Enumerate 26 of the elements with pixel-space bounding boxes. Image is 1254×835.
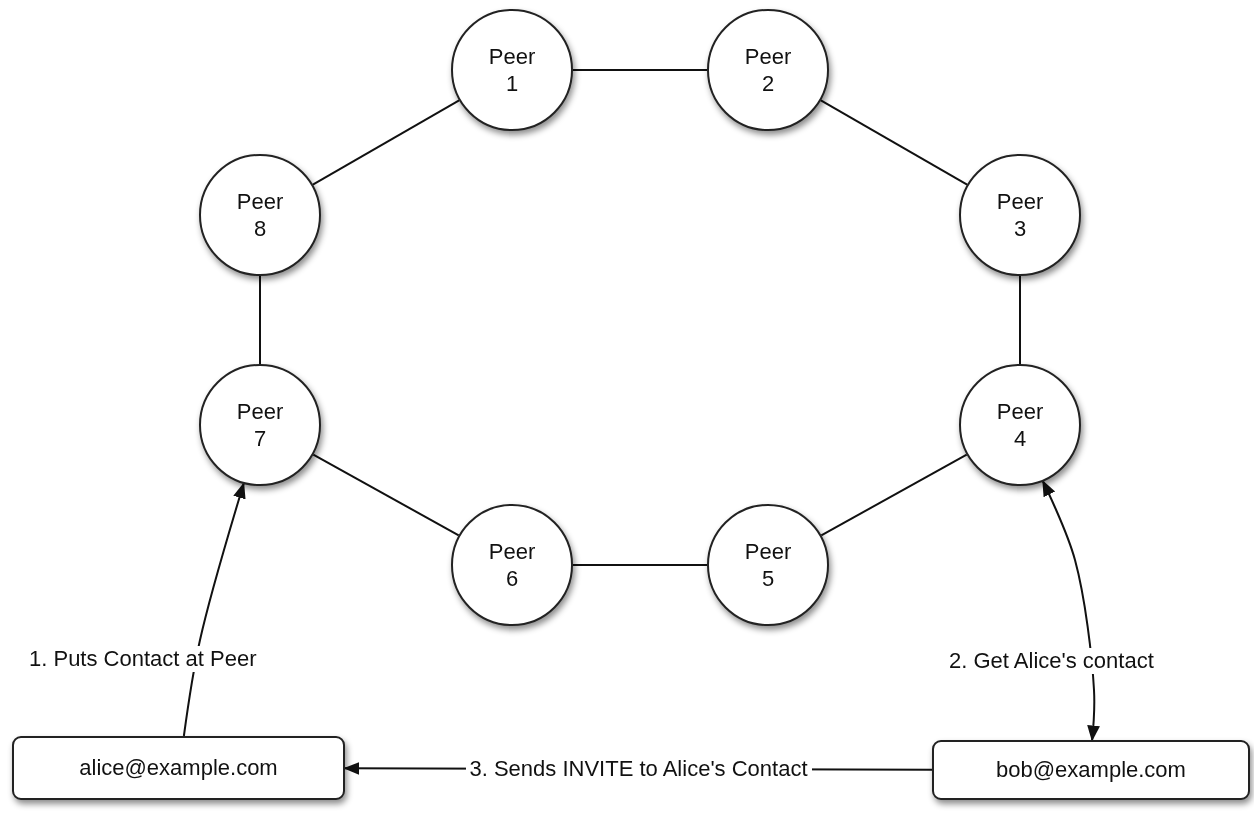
node-label: Peer 6 <box>487 537 537 593</box>
peer-circle <box>959 364 1081 486</box>
peer-circle <box>451 504 573 626</box>
connector-line <box>819 99 969 186</box>
connector-line <box>259 275 261 365</box>
node-label: Peer 4 <box>995 397 1045 453</box>
connector-line <box>820 453 968 537</box>
arrow <box>1042 480 1100 742</box>
connector-line <box>312 453 460 537</box>
node-label: Peer 3 <box>995 187 1045 243</box>
node-label: Peer 1 <box>487 42 537 98</box>
node-label: Peer 5 <box>743 537 793 593</box>
peer-circle <box>451 9 573 131</box>
connector-line <box>1019 275 1021 365</box>
node-label: bob@example.com <box>996 756 1186 784</box>
peer-circle <box>959 154 1081 276</box>
address-box <box>932 740 1250 800</box>
node-label: alice@example.com <box>79 754 278 782</box>
address-box <box>12 736 345 800</box>
connector-line <box>572 564 708 566</box>
node-label: Peer 7 <box>235 397 285 453</box>
node-label: Peer 2 <box>743 42 793 98</box>
connector-line <box>311 99 461 186</box>
connector-line <box>572 69 708 71</box>
arrow <box>182 482 246 737</box>
node-label: Peer 8 <box>235 187 285 243</box>
